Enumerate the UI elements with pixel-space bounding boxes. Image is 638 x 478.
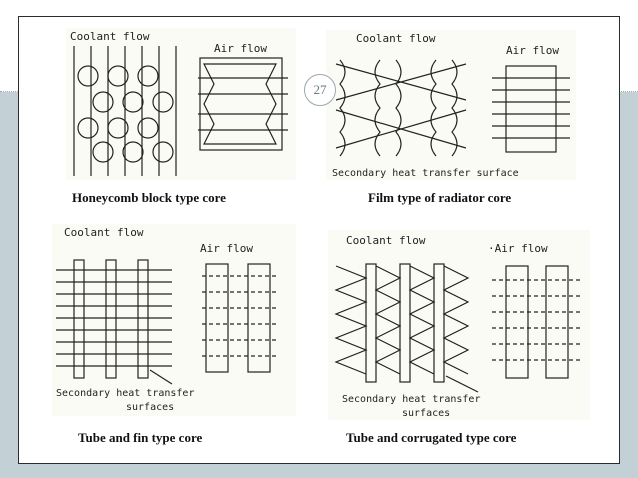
tube-fin-air-label: Air flow xyxy=(200,242,253,255)
tube-corrugated-diagram: Coolant flow ·Air flow Secondary heat tr… xyxy=(328,230,590,420)
tube-corrugated-caption: Tube and corrugated type core xyxy=(346,430,517,445)
film-caption: Film type of radiator core xyxy=(368,190,512,205)
tube-corrugated-secondary-line1: Secondary heat transfer xyxy=(342,394,480,405)
tube-corrugated-coolant-label: Coolant flow xyxy=(346,234,426,247)
page-number: 27 xyxy=(304,74,336,106)
tube-fin-svg: Coolant flow Air flow Secondary heat tra… xyxy=(56,226,276,413)
honeycomb-caption: Honeycomb block type core xyxy=(72,190,226,205)
honeycomb-svg: Coolant flow Air flow xyxy=(70,30,288,176)
tube-fin-secondary-line2: surfaces xyxy=(126,402,174,413)
tube-fin-secondary-line1: Secondary heat transfer xyxy=(56,388,194,399)
film-svg: Coolant flow Air flow Secondary heat tra… xyxy=(332,32,570,179)
tube-fin-coolant-label: Coolant flow xyxy=(64,226,144,239)
film-air-label: Air flow xyxy=(506,44,559,57)
honeycomb-coolant-label: Coolant flow xyxy=(70,30,150,43)
film-secondary-label: Secondary heat transfer surface xyxy=(332,168,519,179)
tube-fin-caption: Tube and fin type core xyxy=(78,430,203,445)
tube-fin-diagram: Coolant flow Air flow Secondary heat tra… xyxy=(52,224,296,416)
tube-corrugated-svg: Coolant flow ·Air flow Secondary heat tr… xyxy=(334,234,582,419)
film-coolant-label: Coolant flow xyxy=(356,32,436,45)
honeycomb-diagram: Coolant flow Air flow xyxy=(66,28,296,180)
tube-corrugated-air-label: ·Air flow xyxy=(488,242,548,255)
honeycomb-air-label: Air flow xyxy=(214,42,267,55)
film-diagram: Coolant flow Air flow Secondary heat tra… xyxy=(326,30,576,180)
tube-corrugated-secondary-line2: surfaces xyxy=(402,408,450,419)
